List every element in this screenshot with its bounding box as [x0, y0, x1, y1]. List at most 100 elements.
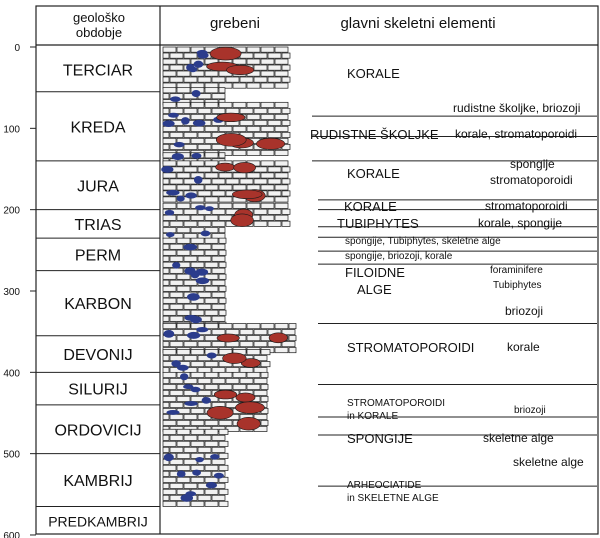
- reef-brick: [247, 83, 260, 88]
- reef-brick: [191, 465, 204, 470]
- reef-brick: [212, 316, 225, 321]
- reef-red-mound: [207, 406, 233, 419]
- reef-brick: [275, 324, 288, 329]
- kreda-right2: korale, stromatoporoidi: [455, 127, 577, 141]
- reef-brick: [205, 372, 218, 377]
- reef-brick: [163, 429, 176, 434]
- reef-brick: [212, 342, 225, 347]
- reef-brick: [163, 138, 176, 143]
- reef-brick: [177, 441, 190, 446]
- reef-brick: [177, 274, 190, 279]
- reef-brick: [233, 324, 246, 329]
- reef-brick: [254, 390, 267, 395]
- reef-blue-fossil: [194, 61, 204, 68]
- reef-blue-fossil: [177, 471, 186, 478]
- reef-red-mound: [236, 393, 255, 402]
- reef-brick: [163, 144, 169, 149]
- reef-brick: [184, 280, 197, 285]
- axis-tick-label: 200: [3, 206, 20, 217]
- reef-brick: [184, 108, 197, 113]
- reef-brick: [163, 471, 169, 476]
- period-label: KARBON: [64, 296, 132, 313]
- perm-line2: spongije, briozoji, korale: [345, 251, 452, 262]
- kambrij-main1: ARHEOCIATIDE: [347, 480, 421, 491]
- reef-brick: [184, 304, 197, 309]
- reef-brick: [163, 316, 169, 321]
- reef-brick: [268, 77, 281, 82]
- reef-brick: [184, 77, 197, 82]
- reef-brick: [219, 203, 232, 208]
- reef-brick: [191, 102, 204, 107]
- reef-brick: [268, 108, 281, 113]
- reef-brick: [163, 94, 169, 99]
- reef-brick: [212, 280, 225, 285]
- reef-brick: [163, 280, 169, 285]
- reef-brick: [184, 356, 197, 361]
- reef-brick: [205, 102, 218, 107]
- reef-brick: [261, 59, 274, 64]
- reef-brick: [268, 53, 281, 58]
- reef-brick: [163, 286, 176, 291]
- reef-blue-fossil: [177, 365, 189, 371]
- reef-brick: [212, 368, 225, 373]
- reef-brick: [163, 465, 176, 470]
- reef-brick: [219, 215, 232, 220]
- reef-brick: [282, 53, 290, 58]
- reef-brick: [205, 153, 218, 158]
- reef-brick: [163, 342, 169, 347]
- reef-brick: [219, 274, 226, 279]
- karbon-main1: FILOIDNE: [345, 265, 405, 280]
- reef-blue-fossil: [196, 277, 209, 284]
- reef-brick: [163, 238, 176, 243]
- reef-red-mound: [226, 65, 253, 74]
- header-reefs: grebeni: [200, 16, 270, 31]
- reef-brick: [205, 310, 218, 315]
- reef-brick: [275, 348, 288, 353]
- reef-brick: [261, 150, 274, 155]
- kreda-main: RUDISTNE ŠKOLJKE: [310, 127, 439, 142]
- reef-brick: [184, 414, 197, 419]
- reef-brick: [247, 114, 260, 119]
- reef-brick: [261, 396, 268, 401]
- reef-red-mound: [256, 138, 284, 149]
- reef-brick: [163, 304, 169, 309]
- reef-brick: [163, 179, 169, 184]
- reef-brick: [163, 356, 169, 361]
- reef-brick: [233, 83, 246, 88]
- reef-brick: [191, 310, 204, 315]
- reef-brick: [226, 378, 239, 383]
- reef-brick: [177, 501, 190, 506]
- reef-brick: [261, 185, 274, 190]
- reef-brick: [163, 47, 176, 52]
- reef-red-mound: [223, 353, 247, 364]
- reef-brick: [163, 435, 169, 440]
- reef-red-mound: [210, 47, 241, 60]
- reef-blue-fossil: [187, 332, 200, 339]
- reef-brick: [163, 88, 176, 93]
- reef-brick: [184, 342, 197, 347]
- reef-brick: [212, 94, 225, 99]
- reef-blue-fossil: [166, 190, 179, 196]
- reef-brick: [163, 77, 169, 82]
- reef-brick: [170, 304, 183, 309]
- axis-tick-label: 100: [3, 124, 20, 135]
- reef-brick: [170, 378, 183, 383]
- reef-brick: [219, 185, 232, 190]
- reef-brick: [261, 173, 274, 178]
- reef-brick: [163, 495, 169, 500]
- jura-right2: stromatoporoidi: [490, 173, 573, 187]
- reef-brick: [184, 132, 197, 137]
- reef-blue-fossil: [192, 470, 201, 476]
- reef-brick: [170, 356, 183, 361]
- period-label: DEVONIJ: [63, 347, 132, 364]
- ordovicij-main2: in KORALE: [347, 411, 398, 422]
- reef-brick: [205, 238, 218, 243]
- reef-brick: [254, 120, 267, 125]
- reef-brick: [205, 465, 218, 470]
- reef-blue-fossil: [195, 457, 204, 462]
- reef-brick: [205, 126, 218, 131]
- header-skeletal-elements: glavni skeletni elementi: [318, 16, 518, 31]
- reef-brick: [282, 65, 290, 70]
- reef-brick: [177, 88, 190, 93]
- reef-brick: [163, 161, 176, 166]
